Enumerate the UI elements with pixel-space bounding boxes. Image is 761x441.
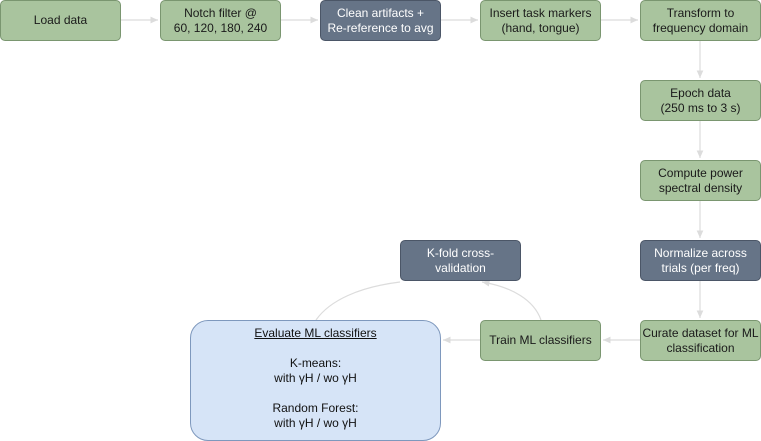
evaluate-kmeans-detail: with γH / wo γH bbox=[274, 371, 357, 385]
node-normalize-line-2: trials (per freq) bbox=[661, 260, 740, 275]
node-epoch-line-1: Epoch data bbox=[670, 85, 731, 100]
node-normalize-line-1: Normalize across bbox=[654, 245, 747, 260]
node-notch-filter-line-2: 60, 120, 180, 240 bbox=[173, 20, 268, 35]
node-kfold-line-2: validation bbox=[435, 260, 486, 275]
node-transform-line-1: Transform to bbox=[666, 5, 735, 20]
evaluate-rf-label: Random Forest: bbox=[272, 401, 359, 415]
node-load-data[interactable]: Load data bbox=[0, 0, 121, 41]
node-kfold[interactable]: K-fold cross- validation bbox=[400, 240, 521, 281]
arrow-train-to-kfold bbox=[481, 279, 542, 321]
node-clean-artifacts-line-2: Re-reference to avg bbox=[327, 20, 434, 35]
node-kfold-line-1: K-fold cross- bbox=[426, 245, 495, 260]
node-epoch[interactable]: Epoch data (250 ms to 3 s) bbox=[640, 80, 761, 121]
node-psd-line-1: Compute power bbox=[658, 165, 743, 180]
evaluate-rf-detail: with γH / wo γH bbox=[274, 416, 357, 430]
node-notch-filter[interactable]: Notch filter @ 60, 120, 180, 240 bbox=[160, 0, 281, 41]
node-train[interactable]: Train ML classifiers bbox=[480, 320, 601, 361]
node-evaluate[interactable]: Evaluate ML classifiers K-means: with γH… bbox=[190, 320, 441, 441]
arrow-kfold-to-evaluate bbox=[315, 281, 401, 321]
node-normalize[interactable]: Normalize across trials (per freq) bbox=[640, 240, 761, 281]
evaluate-title: Evaluate ML classifiers bbox=[254, 326, 377, 340]
node-task-markers[interactable]: Insert task markers (hand, tongue) bbox=[480, 0, 601, 41]
node-train-line-1: Train ML classifiers bbox=[489, 333, 592, 347]
node-curate-line-2: classification bbox=[666, 340, 735, 355]
node-curate[interactable]: Curate dataset for ML classification bbox=[640, 320, 761, 361]
node-transform[interactable]: Transform to frequency domain bbox=[640, 0, 761, 41]
node-transform-line-2: frequency domain bbox=[652, 20, 749, 35]
node-psd[interactable]: Compute power spectral density bbox=[640, 160, 761, 201]
node-notch-filter-line-1: Notch filter @ bbox=[184, 5, 257, 20]
evaluate-kmeans-label: K-means: bbox=[289, 356, 342, 370]
node-load-data-line-1: Load data bbox=[33, 13, 88, 27]
node-curate-line-1: Curate dataset for ML bbox=[642, 325, 759, 340]
node-clean-artifacts[interactable]: Clean artifacts + Re-reference to avg bbox=[320, 0, 441, 41]
node-task-markers-line-1: Insert task markers bbox=[489, 5, 592, 20]
node-task-markers-line-2: (hand, tongue) bbox=[501, 20, 580, 35]
node-clean-artifacts-line-1: Clean artifacts + bbox=[336, 5, 425, 20]
node-epoch-line-2: (250 ms to 3 s) bbox=[660, 100, 741, 115]
node-psd-line-2: spectral density bbox=[658, 180, 743, 195]
